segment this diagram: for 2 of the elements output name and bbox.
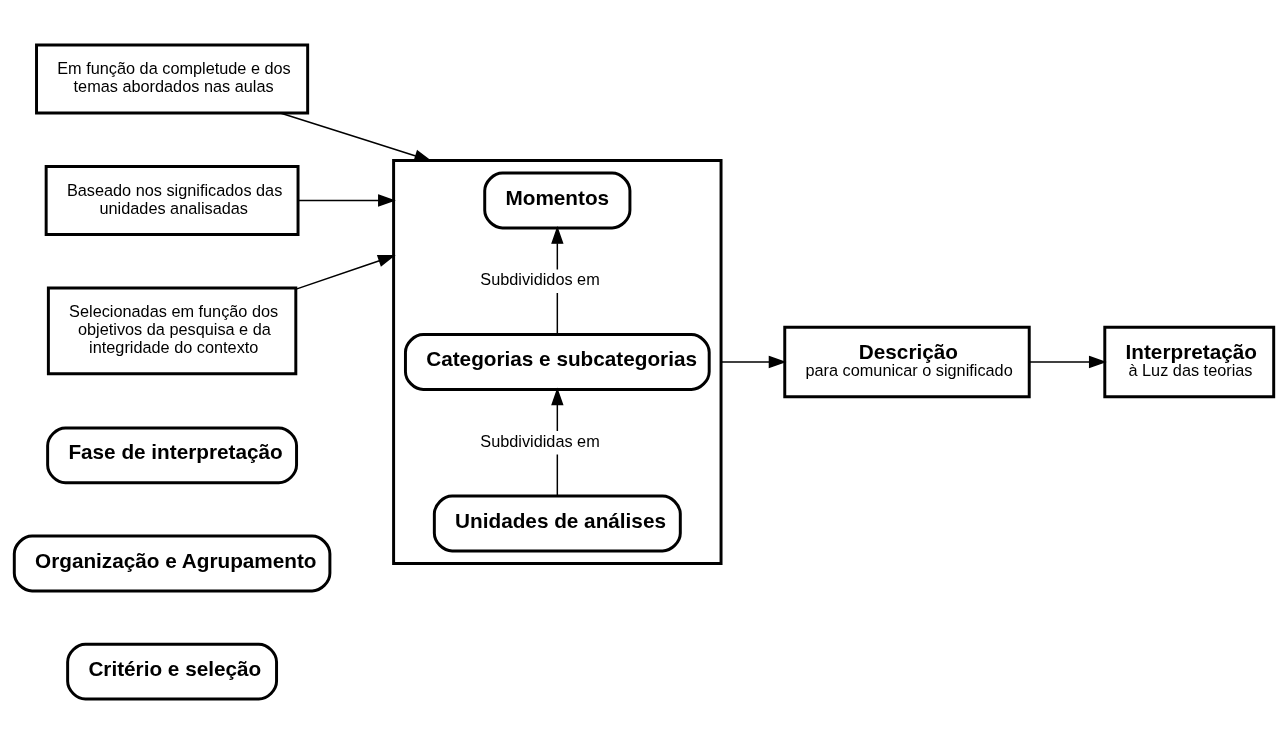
edge-label: Subdivididas em — [480, 431, 600, 450]
edge-label: Subdivididos em — [480, 270, 600, 289]
